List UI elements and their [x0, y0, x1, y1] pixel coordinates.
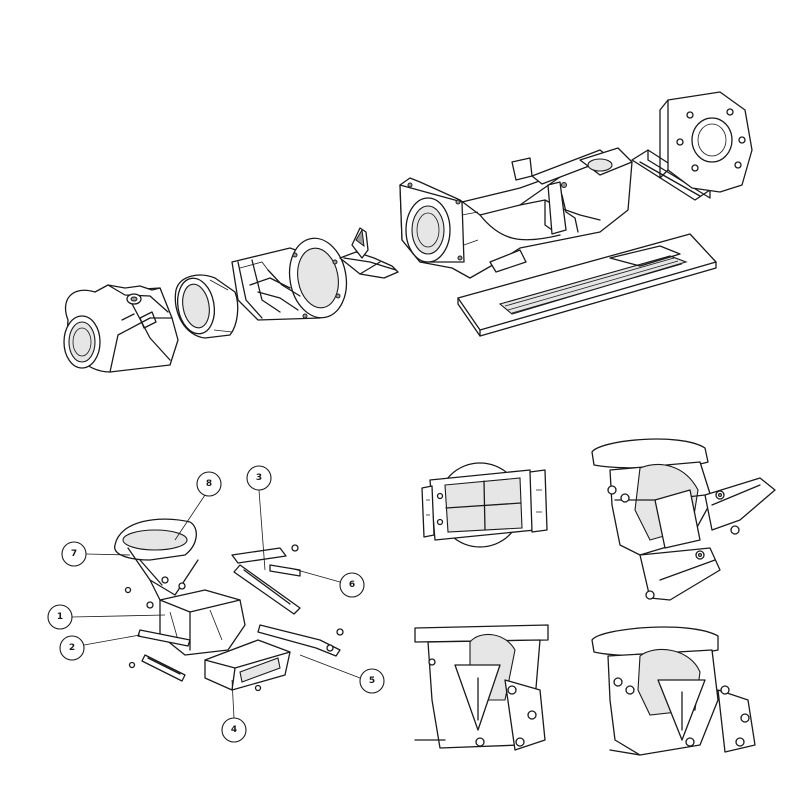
- callout-5: 5: [359, 668, 385, 694]
- callout-6-label: 6: [349, 580, 355, 590]
- callout-2-label: 2: [69, 643, 75, 653]
- steering-nozzle: [63, 284, 179, 373]
- reverse-bucket-end-view: [421, 462, 548, 548]
- callout-3-label: 3: [256, 473, 262, 483]
- callout-3: 3: [246, 465, 272, 491]
- reverse-bucket-perspective-view: [591, 438, 776, 601]
- intake-grate-plate: [457, 233, 717, 337]
- callout-1-label: 1: [57, 612, 63, 622]
- callout-7-label: 7: [71, 549, 77, 559]
- callout-1: 1: [47, 604, 73, 630]
- callout-8: 8: [196, 471, 222, 497]
- callout-4-label: 4: [231, 725, 237, 735]
- stator-housing: [231, 237, 348, 321]
- transom-mount: [631, 91, 753, 201]
- callout-6: 6: [339, 572, 365, 598]
- exploded-jet-pump-assembly: [63, 91, 753, 373]
- callout-4: 4: [221, 717, 247, 743]
- callout-7: 7: [61, 541, 87, 567]
- callout-2: 2: [59, 635, 85, 661]
- reverse-bucket-side-view: [414, 624, 549, 751]
- impeller: [339, 227, 399, 279]
- wear-ring: [174, 274, 239, 339]
- reverse-bucket-exploded: 8 3 7 6 1 2 4 5: [47, 465, 385, 743]
- intake-duct: [399, 147, 633, 279]
- reverse-bucket-compact-view: [591, 626, 756, 756]
- callout-5-label: 5: [369, 676, 375, 686]
- callout-8-label: 8: [206, 479, 212, 489]
